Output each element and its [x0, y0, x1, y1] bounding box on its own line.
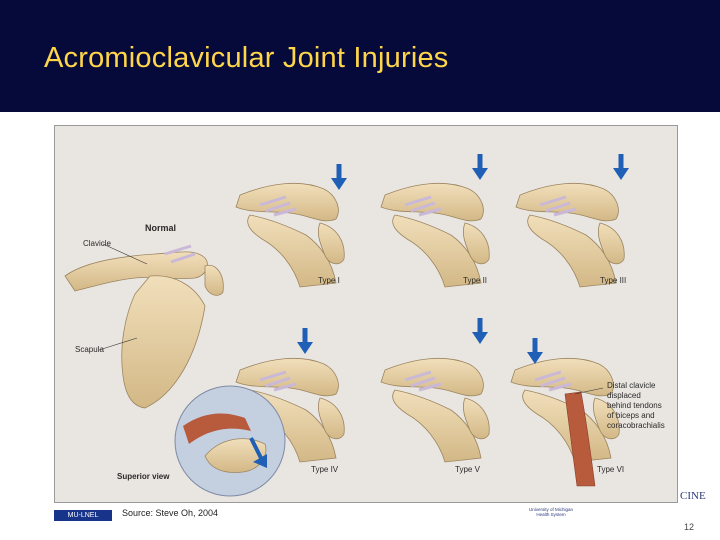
slide-title: Acromioclavicular Joint Injuries: [44, 42, 449, 74]
umich-logo-line-1: University of Michigan: [528, 507, 573, 512]
title-bar: Acromioclavicular Joint Injuries: [0, 0, 720, 112]
label-type-5: Type V: [455, 465, 481, 474]
partial-logo-text: CINE: [680, 490, 706, 502]
normal-shoulder-drawing: [64, 243, 224, 409]
umich-logo: University of Michigan Health System: [525, 507, 577, 517]
label-clavicle: Clavicle: [83, 239, 112, 248]
type-6-note-line-1: Distal clavicle: [607, 381, 656, 390]
type-6-note-line-2: displaced: [607, 391, 641, 400]
ac-joint-illustration: Normal Clavicle Scapula Superior view Ty…: [54, 125, 678, 503]
type-6-note-line-4: of biceps and: [607, 411, 655, 420]
umich-logo-line-2: Health System: [536, 512, 566, 517]
type-6-note-line-3: behind tendons: [607, 401, 662, 410]
superior-view-inset: [174, 385, 286, 497]
label-superior-view: Superior view: [117, 472, 170, 481]
label-normal: Normal: [145, 223, 176, 233]
type-6-note-line-5: coracobrachialis: [607, 421, 665, 430]
label-type-4: Type IV: [311, 465, 339, 474]
label-type-6: Type VI: [597, 465, 624, 474]
label-type-3: Type III: [600, 276, 626, 285]
label-type-2: Type II: [463, 276, 487, 285]
illustration-canvas: Normal Clavicle Scapula Superior view Ty…: [55, 126, 677, 502]
source-citation: Source: Steve Oh, 2004: [122, 508, 219, 518]
page-number: 12: [684, 522, 695, 532]
label-type-1: Type I: [318, 276, 340, 285]
left-footer-logo: MU-LNEL: [54, 510, 112, 521]
label-scapula: Scapula: [75, 345, 104, 354]
biceps-muscle-drawing: [564, 391, 596, 487]
